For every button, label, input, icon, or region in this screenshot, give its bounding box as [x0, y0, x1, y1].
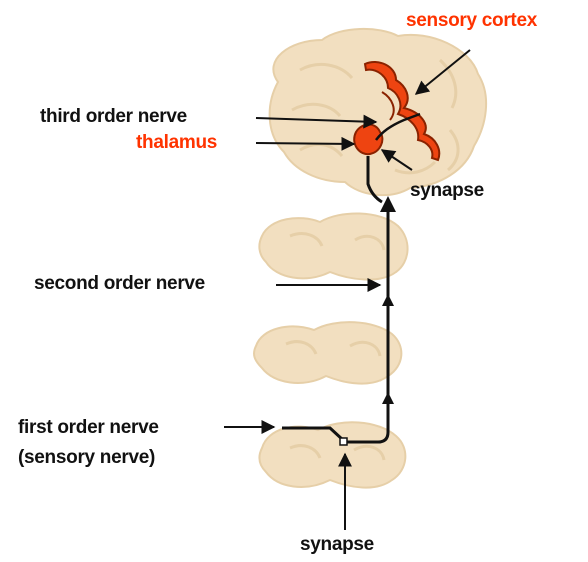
brainstem-section [259, 213, 407, 279]
brain-illustration [270, 29, 486, 195]
thalamus-label: thalamus [136, 132, 217, 154]
synapse-top-label: synapse [410, 180, 484, 202]
ascending-arrow-upper [380, 196, 396, 212]
spinal-cord-section-middle [254, 322, 401, 383]
sensory-nerve-label: (sensory nerve) [18, 447, 155, 469]
third-order-nerve-label: third order nerve [40, 106, 187, 128]
second-order-nerve-label: second order nerve [34, 273, 205, 295]
thalamus-pointer [256, 143, 354, 144]
synapse-bottom-label: synapse [300, 534, 374, 556]
sensory-cortex-label: sensory cortex [406, 10, 537, 32]
first-order-nerve-label: first order nerve [18, 417, 159, 439]
first-synapse-marker [340, 438, 347, 445]
ascending-arrow-middle [382, 294, 394, 306]
ascending-arrow-lower [382, 392, 394, 404]
thalamus-region [354, 125, 382, 155]
